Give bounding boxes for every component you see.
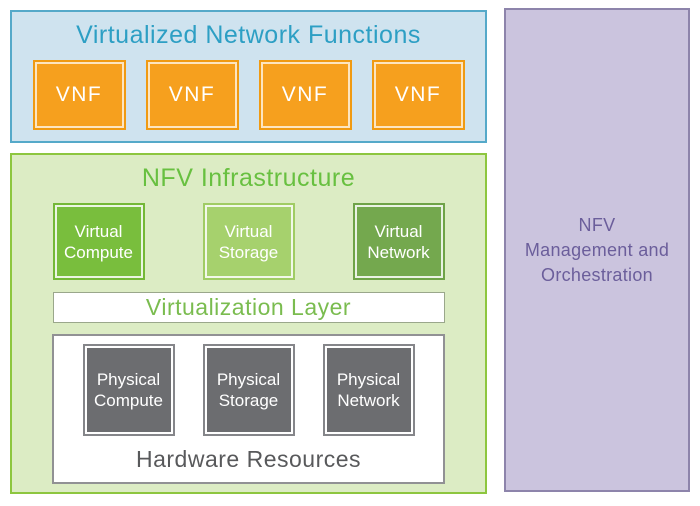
virtual-storage-label: Virtual Storage <box>218 221 279 262</box>
vnf-box-3: VNF <box>258 60 352 130</box>
physical-storage-label: Physical Storage <box>216 370 281 410</box>
physical-storage-box: Physical Storage <box>202 344 295 436</box>
nfv-infrastructure-title: NFV Infrastructure <box>141 164 356 192</box>
nfv-mano-line-1: NFV <box>578 214 616 235</box>
nfv-mano-label: NFV Management and Orchestration <box>525 213 669 288</box>
virtual-network-box: Virtual Network <box>352 203 445 280</box>
physical-compute-label: Physical Compute <box>94 370 163 410</box>
physical-compute-box: Physical Compute <box>82 344 175 436</box>
virtualization-layer-box: Virtualization Layer <box>52 292 445 323</box>
vnf-box-4: VNF <box>371 60 465 130</box>
physical-resources-row: Physical Compute Physical Storage Physic… <box>54 344 443 436</box>
nfv-mano-line-3: Orchestration <box>541 264 653 285</box>
physical-network-box: Physical Network <box>322 344 415 436</box>
virtual-resources-row: Virtual Compute Virtual Storage Virtual … <box>52 203 445 280</box>
vnf-row: VNF VNF VNF VNF <box>12 60 485 130</box>
nfv-mano-box: NFV Management and Orchestration <box>504 8 690 492</box>
nfv-infrastructure-box: NFV Infrastructure Virtual Compute Virtu… <box>10 153 487 494</box>
virtualization-layer-label: Virtualization Layer <box>145 294 352 320</box>
vnf-layer-title: Virtualized Network Functions <box>76 21 421 49</box>
vnf-layer-box: Virtualized Network Functions VNF VNF VN… <box>10 10 487 143</box>
nfv-mano-line-2: Management and <box>524 239 670 260</box>
hardware-resources-title: Hardware Resources <box>135 445 362 472</box>
virtual-compute-label: Virtual Compute <box>64 221 133 262</box>
virtual-network-label: Virtual Network <box>367 221 430 262</box>
vnf-box-1: VNF <box>32 60 126 130</box>
virtual-compute-box: Virtual Compute <box>52 203 145 280</box>
virtual-storage-box: Virtual Storage <box>202 203 295 280</box>
hardware-resources-box: Physical Compute Physical Storage Physic… <box>52 334 445 484</box>
physical-network-label: Physical Network <box>336 370 401 410</box>
vnf-box-2: VNF <box>145 60 239 130</box>
